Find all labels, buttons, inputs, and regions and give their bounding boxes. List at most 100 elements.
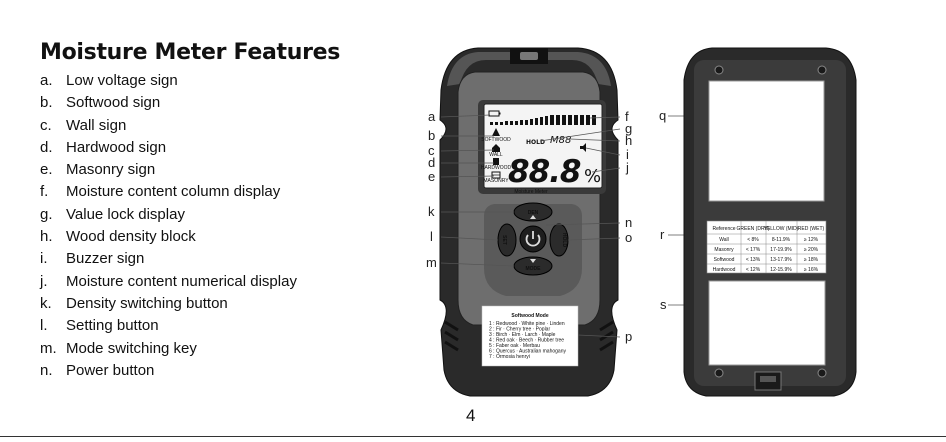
device-back: Reference GREEN (DRY) YELLOW (MID) RED (… bbox=[683, 47, 857, 397]
mode-label: MODE bbox=[526, 266, 542, 272]
feature-item: j. Moisture content numerical display bbox=[40, 271, 297, 293]
callout-c: c bbox=[428, 143, 435, 158]
page-title: Moisture Meter Features bbox=[40, 40, 341, 65]
feature-text: Moisture content numerical display bbox=[66, 272, 297, 290]
feature-item: h. Wood density block bbox=[40, 226, 297, 248]
table-cell: 8-11.9% bbox=[772, 237, 791, 243]
table-cell: < 12% bbox=[746, 267, 761, 273]
feature-text: Buzzer sign bbox=[66, 250, 145, 268]
feature-letter: g. bbox=[40, 205, 53, 223]
table-row: Masonry < 17% 17-19.9% ≥ 20% bbox=[714, 247, 818, 253]
callout-r: r bbox=[660, 227, 665, 242]
buzzer-icon bbox=[580, 143, 586, 152]
table-row: Softwood < 13% 13-17.9% ≥ 18% bbox=[714, 257, 819, 263]
feature-text: Density switching button bbox=[66, 294, 228, 312]
feature-item: l.Setting button bbox=[40, 315, 297, 337]
feature-letter: k. bbox=[40, 294, 52, 312]
callout-j: j bbox=[625, 160, 629, 175]
callout-q: q bbox=[659, 108, 666, 123]
callout-k: k bbox=[428, 204, 435, 219]
softwood-icon bbox=[492, 128, 500, 136]
callout-n: n bbox=[625, 215, 632, 230]
moisture-unit: % bbox=[584, 166, 601, 187]
callout-l: l bbox=[430, 229, 433, 244]
feature-item: g.Value lock display bbox=[40, 204, 297, 226]
lcd-screen bbox=[483, 103, 603, 189]
table-row: Hardwood < 12% 12-15.9% ≥ 16% bbox=[713, 267, 819, 273]
feature-letter: f. bbox=[40, 183, 49, 201]
callout-p: p bbox=[625, 329, 632, 344]
feature-letter: d. bbox=[40, 138, 53, 156]
moisture-reading: 88.8 bbox=[508, 154, 581, 190]
callout-i: i bbox=[626, 147, 629, 162]
callout-b: b bbox=[428, 128, 435, 143]
set-label: SET bbox=[501, 235, 507, 245]
table-header: YELLOW (MID) bbox=[764, 226, 799, 232]
feature-letter: h. bbox=[40, 228, 53, 246]
softwood-mode-line: 6 : Quercus · Australian mahogany bbox=[489, 349, 566, 355]
hardwood-icon bbox=[493, 158, 499, 165]
feature-text: Hardwood sign bbox=[66, 138, 167, 156]
callout-lines bbox=[440, 114, 714, 338]
feature-item: c. Wall sign bbox=[40, 115, 297, 137]
feature-letter: i. bbox=[40, 250, 48, 268]
table-cell: < 13% bbox=[746, 257, 761, 263]
feature-letter: e. bbox=[40, 161, 53, 179]
table-cell: ≥ 16% bbox=[804, 267, 819, 273]
table-cell: Hardwood bbox=[713, 267, 736, 273]
feature-letter: j. bbox=[40, 272, 48, 290]
hold-button-label: HOLD bbox=[561, 233, 567, 248]
back-label-plate bbox=[708, 80, 825, 202]
feature-letter: l. bbox=[40, 317, 48, 335]
power-icon bbox=[525, 231, 541, 247]
table-cell: ≥ 20% bbox=[804, 247, 819, 253]
table-cell: ≥ 12% bbox=[804, 237, 819, 243]
callout-s: s bbox=[660, 297, 667, 312]
feature-item: e. Masonry sign bbox=[40, 159, 297, 181]
softwood-mode-line: 7 : Ormosia henryi bbox=[489, 354, 530, 360]
callout-m: m bbox=[426, 255, 437, 270]
callout-d: d bbox=[428, 155, 435, 170]
feature-item: k. Density switching button bbox=[40, 293, 297, 315]
softwood-mode-line: 3 : Birch · Elm · Larch · Maple bbox=[489, 332, 556, 338]
feature-text: Wood density block bbox=[66, 228, 196, 246]
callout-o: o bbox=[625, 230, 632, 245]
softwood-mode-line: 5 : Faber oak · Merbau bbox=[489, 343, 540, 349]
softwood-mode-line: 1 : Redwood · White pine · Linden bbox=[489, 321, 565, 327]
feature-text: Wall sign bbox=[66, 116, 127, 134]
feature-item: f.Moisture content column display bbox=[40, 181, 297, 203]
callout-a: a bbox=[428, 109, 436, 124]
feature-text: Masonry sign bbox=[66, 161, 156, 179]
table-header: GREEN (DRY) bbox=[737, 226, 770, 232]
feature-list: a.Low voltage sign b.Softwood sign c.Wal… bbox=[40, 70, 297, 382]
softwood-label: SOFTWOOD bbox=[481, 137, 511, 143]
feature-letter: n. bbox=[40, 361, 53, 379]
feature-letter: a. bbox=[40, 72, 53, 89]
den-label: DEN bbox=[528, 210, 539, 216]
feature-item: i. Buzzer sign bbox=[40, 248, 297, 270]
moisture-column-bars bbox=[490, 115, 596, 125]
table-cell: < 8% bbox=[747, 237, 759, 243]
model-name: Moisture Meter bbox=[514, 189, 548, 195]
bottom-divider bbox=[0, 436, 946, 437]
hardwood-label: HARDWOOD bbox=[481, 165, 512, 171]
feature-text: Mode switching key bbox=[66, 339, 197, 357]
table-cell: 17-19.9% bbox=[770, 247, 792, 253]
feature-letter: c. bbox=[40, 116, 52, 134]
feature-text: Low voltage sign bbox=[66, 72, 178, 89]
callout-g: g bbox=[625, 121, 632, 136]
device-front: SOFTWOOD WALL HARDWOOD MASONRY HOLD M88 … bbox=[439, 47, 619, 397]
softwood-mode-line: 4 : Red oak · Beech · Rubber tree bbox=[489, 338, 564, 344]
table-cell: 12-15.9% bbox=[770, 267, 792, 273]
table-cell: < 17% bbox=[746, 247, 761, 253]
table-cell: ≥ 18% bbox=[804, 257, 819, 263]
callout-h: h bbox=[625, 133, 632, 148]
table-cell: Wall bbox=[719, 237, 729, 243]
feature-item: m. Mode switching key bbox=[40, 338, 297, 360]
battery-cover bbox=[708, 280, 826, 366]
feature-item: a. Low voltage sign bbox=[40, 70, 297, 92]
feature-letter: m. bbox=[40, 339, 57, 357]
table-row: Wall < 8% 8-11.9% ≥ 12% bbox=[719, 237, 818, 243]
feature-letter: b. bbox=[40, 94, 53, 112]
